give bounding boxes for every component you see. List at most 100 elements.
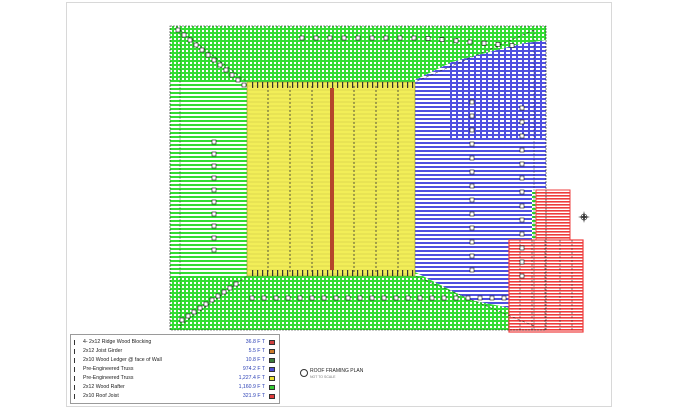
truss-tick [367,270,369,276]
truss-tick [287,82,289,88]
engineered-truss-zone-blue [415,40,546,308]
legend-quantity: 36.8 F T [245,339,265,345]
framing-marker [211,57,217,63]
truss-tick [332,82,334,88]
framing-marker [469,113,475,119]
framing-marker [355,35,361,41]
rafter-stripe [456,26,458,81]
framing-marker [211,211,217,217]
joist-stripe [536,207,570,209]
rafter-stripe [388,278,390,330]
legend-quantity: 10.8 F T [245,357,265,363]
truss-tick [342,270,344,276]
truss-tick [382,270,384,276]
joist-stripe [536,192,570,194]
rafter-stripe [468,278,470,330]
framing-marker [469,239,475,245]
truss-tick [302,270,304,276]
rafter-stripe [384,26,386,81]
rafter-stripe [232,278,234,330]
framing-marker [175,27,181,33]
rafter-stripe [428,278,430,330]
framing-marker [501,295,507,301]
rafter-stripe [284,26,286,81]
framing-marker [489,295,495,301]
legend-item[interactable]: 2x12 Wood Rafter 1,160.9 F T [74,384,276,391]
rafter-stripe [392,26,394,81]
framing-marker [369,295,375,301]
framing-marker [203,301,209,307]
framing-marker [261,295,267,301]
truss-stripe [415,150,546,152]
framing-marker [221,289,227,295]
legend-item[interactable]: 2x10 Wood Ledger @ face of Wall 10.8 F T [74,357,276,364]
legend-item[interactable]: Pre-Engineered Truss 1,227.4 F T [74,375,276,382]
legend-swatch [269,394,275,399]
legend-quantity: 1,227.4 F T [238,375,265,381]
framing-marker [481,40,487,46]
rafter-stripe [296,26,298,81]
truss-stripe [415,278,546,280]
framing-markers[interactable] [175,27,525,323]
truss-tick [312,82,314,88]
truss-tick [312,270,314,276]
framing-marker [405,295,411,301]
legend-item[interactable]: 2x10 Roof Joist 321.9 F T [74,393,276,400]
truss-tick [267,270,269,276]
truss-tick [322,270,324,276]
rafter-stripe [272,26,274,81]
rafter-stripe [360,278,362,330]
legend-label: 2x10 Wood Ledger @ face of Wall [83,357,162,363]
rafter-stripe [204,26,206,81]
hip-line [414,275,535,327]
rafter-stripe [344,26,346,81]
truss-stripe [510,40,512,138]
rafter-stripe [448,278,450,330]
rafter-stripe [476,26,478,81]
rafter-stripe [284,278,286,330]
framing-marker [425,36,431,41]
rafter-stripe [436,26,438,81]
truss-tick [282,82,284,88]
framing-marker [273,295,279,301]
rafter-stripe [460,26,462,81]
truss-tick [352,270,354,276]
framing-marker [519,189,525,195]
legend-item[interactable]: 4- 2x12 Ridge Wood Blocking 36.8 F T [74,339,276,346]
truss-stripe [415,214,546,216]
truss-tick [257,82,259,88]
rafter-stripe [328,26,330,81]
framing-marker [309,295,315,301]
rafter-stripe [464,26,466,81]
rafter-stripe [376,278,378,330]
framing-marker [383,35,389,41]
rafter-stripe [260,26,262,81]
framing-marker [369,35,375,41]
truss-stripe [415,162,546,164]
truss-stripe [415,294,546,296]
rafter-stripe [356,26,358,81]
truss-tick [317,270,319,276]
framing-marker [477,295,483,301]
truss-stripe [415,242,546,244]
rafter-stripe [240,26,242,81]
rafter-stripe [280,26,282,81]
rafter-stripe [380,26,382,81]
truss-tick [347,82,349,88]
legend-label: Pre-Engineered Truss [83,366,134,372]
legend-item[interactable]: Pre-Engineered Truss 974.2 F T [74,366,276,373]
rafter-stripe [348,278,350,330]
legend-swatch [269,367,275,372]
framing-marker [327,35,333,41]
framing-marker [469,155,475,161]
rafter-stripe [432,26,434,81]
legend-label: 4- 2x12 Ridge Wood Blocking [83,339,152,345]
truss-stripe [415,206,546,208]
rafter-stripe [260,278,262,330]
rafter-stripe [304,278,306,330]
truss-tick [282,270,284,276]
rafter-stripe [316,278,318,330]
legend-item[interactable]: 2x12 Joist Girder 5.5 F T [74,348,276,355]
truss-stripe [415,250,546,252]
